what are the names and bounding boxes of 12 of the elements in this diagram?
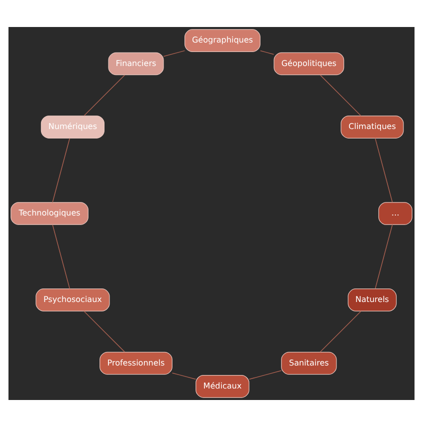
connector	[172, 372, 196, 380]
connector	[374, 138, 393, 202]
connector	[320, 310, 362, 352]
connector	[248, 370, 282, 380]
connector	[163, 50, 186, 57]
connector	[52, 224, 70, 290]
connector	[374, 224, 393, 289]
connector	[52, 138, 70, 203]
connector	[84, 310, 126, 352]
connector	[84, 74, 126, 116]
connector	[260, 50, 274, 55]
connector	[320, 74, 362, 116]
